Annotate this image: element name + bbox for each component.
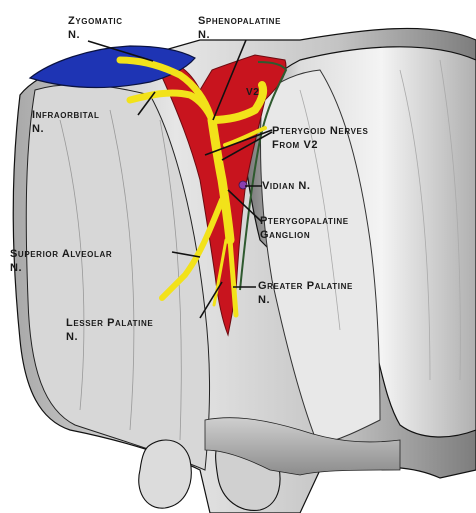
label-sphenopalatine-nerve: Sphenopalatine N. [198, 14, 281, 42]
label-superior-alveolar-line1: Superior Alveolar [10, 247, 112, 261]
label-zygomatic-nerve: Zygomatic N. [68, 14, 123, 42]
label-lesser-palatine-line1: Lesser Palatine [66, 316, 153, 330]
label-pterygoid-line2: From V2 [272, 138, 368, 152]
label-zygomatic-line2: N. [68, 28, 123, 42]
label-sphenopalatine-line1: Sphenopalatine [198, 14, 281, 28]
label-zygomatic-line1: Zygomatic [68, 14, 123, 28]
label-superior-alveolar-line2: N. [10, 261, 112, 275]
label-infraorbital-nerve: Infraorbital N. [32, 108, 99, 136]
label-greater-palatine-line2: N. [258, 293, 353, 307]
vidian-canal [239, 181, 247, 189]
label-infraorbital-line2: N. [32, 122, 99, 136]
label-infraorbital-line1: Infraorbital [32, 108, 99, 122]
molar-left [139, 440, 192, 508]
label-sphenopalatine-line2: N. [198, 28, 281, 42]
label-greater-palatine-nerve: Greater Palatine N. [258, 279, 353, 307]
label-v2: V2 [246, 86, 259, 100]
label-vidian-nerve: Vidian N. [262, 179, 311, 193]
label-pterygopalatine-ganglion: Pterygopalatine Ganglion [260, 214, 349, 242]
label-v2-text: V2 [246, 86, 259, 100]
label-lesser-palatine-nerve: Lesser Palatine N. [66, 316, 153, 344]
label-pterygoid-nerves: Pterygoid Nerves From V2 [272, 124, 368, 152]
label-pterygoid-line1: Pterygoid Nerves [272, 124, 368, 138]
label-lesser-palatine-line2: N. [66, 330, 153, 344]
label-superior-alveolar-nerve: Superior Alveolar N. [10, 247, 112, 275]
label-pterygopalatine-line1: Pterygopalatine [260, 214, 349, 228]
label-vidian-text: Vidian N. [262, 179, 311, 193]
label-greater-palatine-line1: Greater Palatine [258, 279, 353, 293]
label-pterygopalatine-line2: Ganglion [260, 228, 349, 242]
